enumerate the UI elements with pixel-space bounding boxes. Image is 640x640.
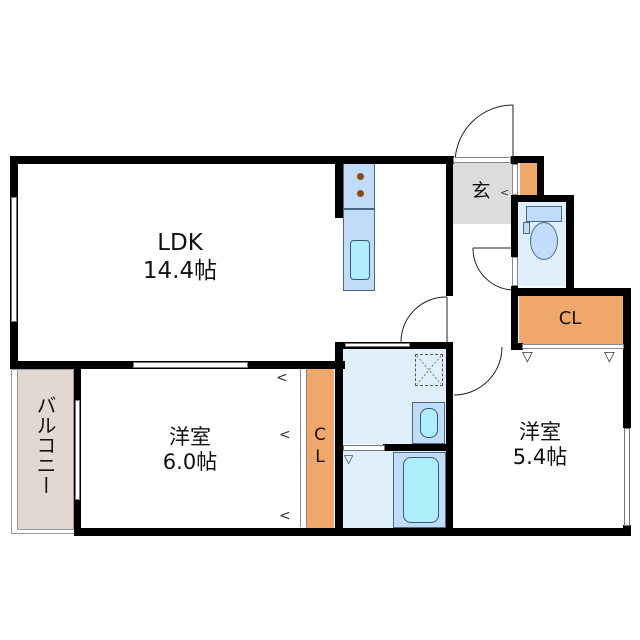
closet-right-sliding-door[interactable] bbox=[522, 344, 624, 349]
wall bbox=[511, 288, 631, 296]
balcony-floor bbox=[17, 369, 74, 530]
closet-door-marker-icon: < bbox=[279, 508, 291, 524]
shoe-closet bbox=[520, 163, 537, 195]
bath-door-marker-icon: ▽ bbox=[344, 452, 354, 466]
step-marker-icon: < bbox=[500, 186, 510, 199]
closet-right bbox=[519, 296, 623, 344]
toilet-door-icon[interactable] bbox=[470, 245, 515, 295]
toilet-door-gap bbox=[512, 257, 518, 286]
wall bbox=[446, 342, 453, 536]
toilet-tank bbox=[526, 206, 562, 222]
washing-machine-x-icon bbox=[416, 355, 442, 385]
toilet-paper-holder bbox=[523, 222, 530, 234]
wall bbox=[511, 156, 544, 163]
window-ldk-bottom bbox=[133, 362, 248, 368]
balcony-label: バルコニー bbox=[33, 395, 57, 495]
western-room-1-size: 6.0帖 bbox=[162, 450, 218, 475]
window-w2-right bbox=[624, 428, 630, 526]
kitchen-sink bbox=[350, 240, 370, 280]
closet-sliding-door bbox=[300, 369, 307, 527]
wall bbox=[511, 286, 518, 350]
bathtub bbox=[403, 457, 439, 523]
western-room-2 bbox=[453, 350, 625, 528]
ldk-door-icon[interactable] bbox=[398, 294, 450, 344]
western-room-2-door-icon[interactable] bbox=[452, 345, 507, 400]
closet-door-marker-icon: < bbox=[276, 370, 288, 386]
wall bbox=[335, 163, 343, 218]
western-room-2-label: 洋室 5.4帖 bbox=[490, 420, 590, 470]
western-room-2-size: 5.4帖 bbox=[512, 445, 568, 470]
closet-door-marker-icon: ▽ bbox=[522, 349, 533, 365]
stove-burner-icon bbox=[357, 173, 364, 180]
front-door-threshold bbox=[453, 157, 511, 163]
entrance-area bbox=[453, 163, 513, 224]
stove-burner-icon bbox=[357, 190, 364, 197]
bathroom-door[interactable] bbox=[343, 445, 385, 451]
wall bbox=[537, 156, 544, 196]
closet-right-label: CL bbox=[558, 308, 582, 329]
wall bbox=[511, 343, 523, 350]
window-w1-left bbox=[75, 400, 80, 500]
western-room-1-label: 洋室 6.0帖 bbox=[140, 425, 240, 475]
basin-bowl bbox=[420, 408, 438, 438]
western-room-1-name: 洋室 bbox=[169, 425, 211, 449]
wall bbox=[335, 342, 343, 536]
ldk-label: LDK 14.4帖 bbox=[120, 230, 240, 285]
wall bbox=[446, 156, 453, 296]
closet-left bbox=[306, 369, 334, 528]
entrance-label: 玄 bbox=[471, 180, 491, 202]
closet-door-marker-icon: < bbox=[279, 427, 291, 443]
closet-door-marker-icon: ▽ bbox=[604, 349, 615, 365]
western-room-2-name: 洋室 bbox=[519, 420, 561, 444]
wall bbox=[566, 195, 574, 293]
washing-machine-space bbox=[415, 354, 443, 386]
wall bbox=[623, 288, 631, 428]
wall bbox=[511, 195, 574, 202]
closet-left-label: C L bbox=[314, 425, 326, 468]
front-door-icon[interactable] bbox=[450, 100, 520, 164]
western-room-1 bbox=[80, 368, 304, 529]
hallway bbox=[453, 224, 513, 348]
toilet-bowl-icon bbox=[530, 222, 558, 260]
ldk-size: 14.4帖 bbox=[142, 257, 218, 284]
washroom-sliding-door[interactable] bbox=[345, 343, 410, 347]
wall bbox=[74, 528, 631, 536]
entrance-closet-gap bbox=[512, 164, 518, 195]
ldk-name: LDK bbox=[157, 230, 203, 256]
kitchen-stove bbox=[343, 163, 375, 209]
wall bbox=[623, 525, 631, 536]
wall bbox=[10, 156, 454, 164]
window-ldk-left bbox=[11, 197, 17, 322]
wall bbox=[383, 444, 453, 451]
wall bbox=[511, 195, 518, 257]
